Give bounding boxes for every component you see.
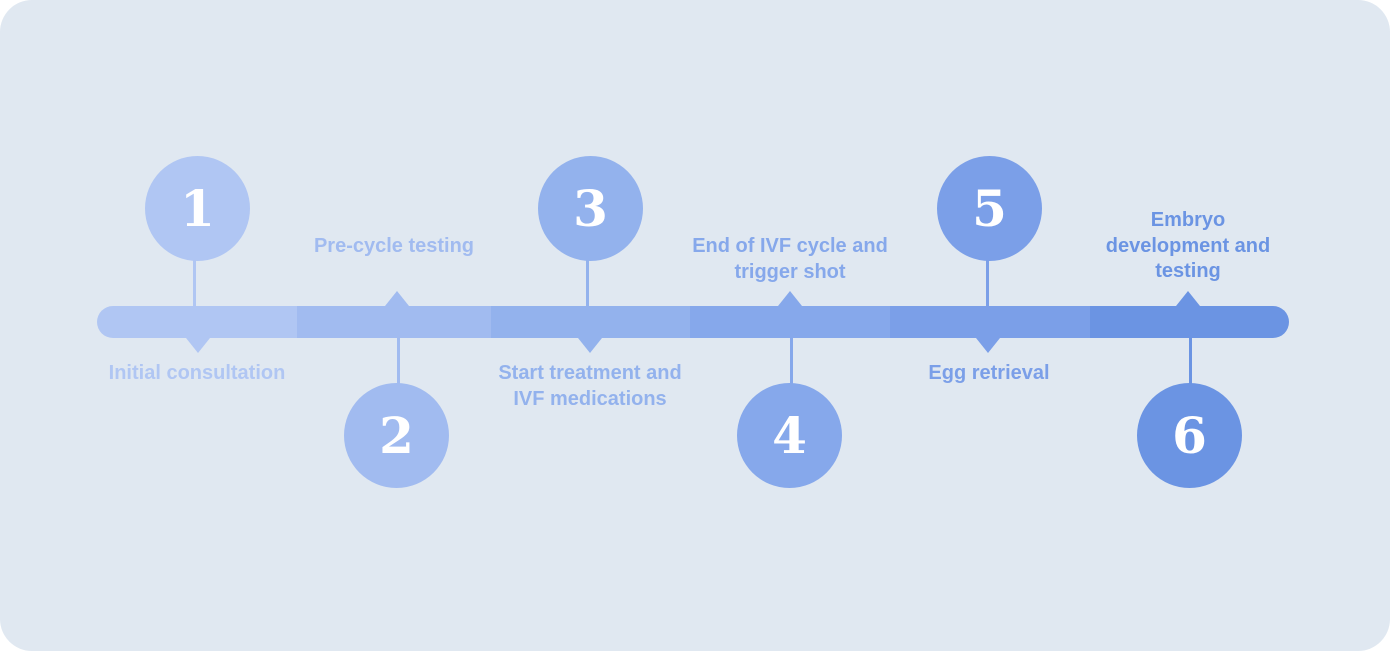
- step-2-connector: [397, 338, 400, 388]
- step-5-connector: [986, 255, 989, 307]
- step-2-number-badge: 2: [344, 383, 449, 488]
- timeline-segment-5: [890, 306, 1090, 338]
- timeline-bar: [97, 306, 1289, 338]
- step-4-pointer: [778, 291, 802, 306]
- step-6-connector: [1189, 338, 1192, 388]
- step-6-number-badge: 6: [1137, 383, 1242, 488]
- step-4-number-badge: 4: [737, 383, 842, 488]
- step-6-label: Embryo development and testing: [1105, 209, 1271, 282]
- step-1-number-badge: 1: [145, 156, 250, 261]
- step-1-label: Initial consultation: [108, 362, 286, 384]
- timeline-segment-4: [690, 306, 890, 338]
- step-5-label: Egg retrieval: [928, 362, 1050, 384]
- step-3-pointer: [578, 338, 602, 353]
- step-1-pointer: [186, 338, 210, 353]
- step-3-label: Start treatment and IVF medications: [498, 362, 682, 410]
- step-2-pointer: [385, 291, 409, 306]
- step-4-connector: [790, 338, 793, 388]
- step-3-number-badge: 3: [538, 156, 643, 261]
- step-5-pointer: [976, 338, 1000, 353]
- step-2-label: Pre-cycle testing: [313, 235, 475, 257]
- step-3-connector: [586, 255, 589, 307]
- timeline-segment-1: [97, 306, 297, 338]
- timeline-segment-6: [1090, 306, 1289, 338]
- step-5-number-badge: 5: [937, 156, 1042, 261]
- step-4-label: End of IVF cycle and trigger shot: [692, 235, 888, 283]
- timeline-segment-2: [297, 306, 491, 338]
- step-1-connector: [193, 255, 196, 307]
- timeline-segment-3: [491, 306, 690, 338]
- step-6-pointer: [1176, 291, 1200, 306]
